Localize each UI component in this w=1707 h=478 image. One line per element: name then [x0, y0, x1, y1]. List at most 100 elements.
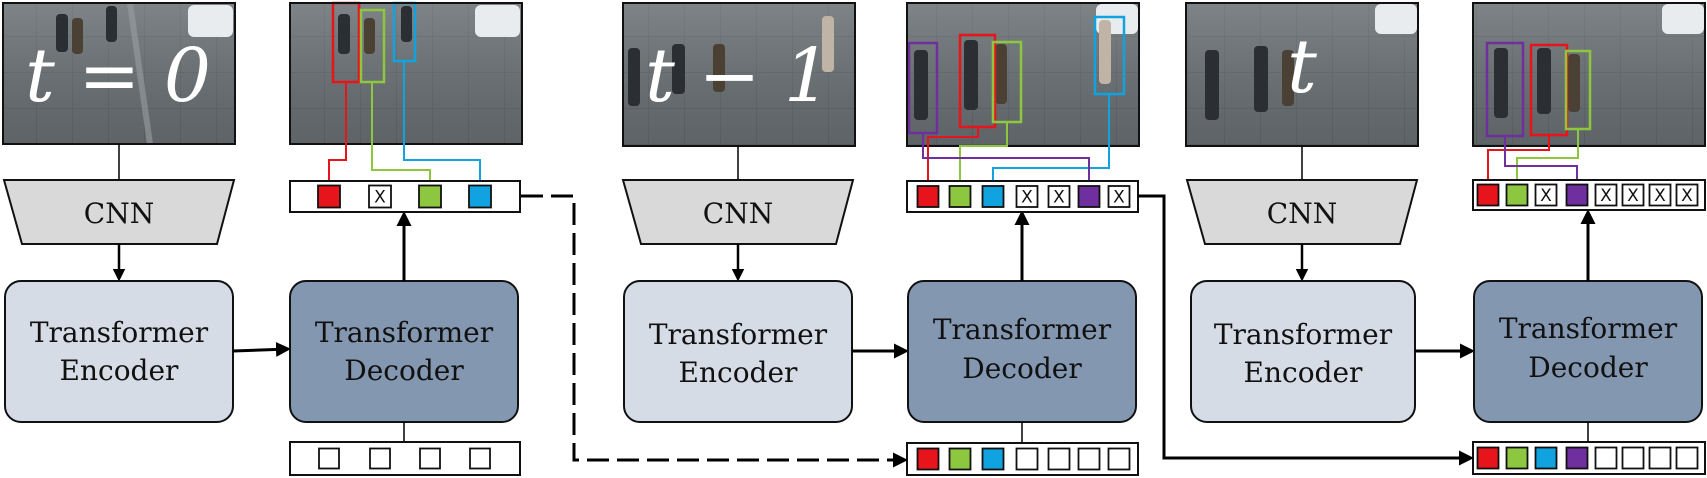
- query-empty: [1594, 446, 1618, 470]
- car-shape: [1662, 4, 1704, 34]
- query-x: [1047, 185, 1071, 208]
- query-green: [948, 185, 972, 208]
- encoder-label-line2: Encoder: [60, 354, 180, 387]
- decoder-label-line1: Transformer: [315, 316, 494, 349]
- query-empty: [1047, 447, 1071, 471]
- query-empty: [419, 447, 441, 470]
- decoder-label-line2: Decoder: [962, 352, 1082, 385]
- cnn-label-3: CNN: [1267, 197, 1337, 230]
- time-label-1: t = 0: [25, 33, 211, 119]
- query-green: [418, 184, 442, 209]
- person-figures: [1494, 48, 1580, 118]
- encoder-label-line2: Encoder: [679, 356, 799, 389]
- stage-3: t CNN Transformer Encoder: [1185, 2, 1706, 475]
- query-empty: [1015, 447, 1039, 471]
- decoder-label-line2: Decoder: [1528, 351, 1648, 384]
- output-frame-3: [1472, 2, 1706, 147]
- decoder-label-line1: Transformer: [933, 313, 1112, 346]
- query-purple: [1565, 446, 1589, 470]
- query-x-mark: X: [1654, 186, 1666, 206]
- query-x-mark: X: [1600, 186, 1612, 206]
- car-shape: [475, 5, 520, 37]
- query-blue: [1534, 446, 1558, 470]
- cnn-block-2: CNN: [621, 179, 855, 245]
- person-figures: [338, 6, 412, 54]
- cnn-label-1: CNN: [84, 197, 154, 230]
- car-shape: [1375, 4, 1417, 34]
- time-label-2: t − 1: [645, 33, 831, 119]
- decoder-label-line1: Transformer: [1499, 312, 1678, 345]
- query-x-mark: X: [1053, 188, 1065, 208]
- input-query-strip-2: [906, 442, 1139, 476]
- query-empty: [1107, 447, 1131, 471]
- query-empty: [1077, 447, 1101, 471]
- query-x-mark: X: [1681, 186, 1693, 206]
- query-x-mark: X: [1627, 186, 1639, 206]
- time-label-3: t: [1287, 24, 1317, 110]
- output-frame-1: [289, 1, 523, 145]
- decoder-label-line2: Decoder: [344, 354, 464, 387]
- query-purple: [1077, 185, 1101, 208]
- query-empty: [469, 447, 491, 470]
- query-green: [1505, 183, 1529, 207]
- person-figures: [914, 20, 1111, 120]
- input-frame-1: t = 0: [2, 2, 236, 145]
- person-figures: [1205, 46, 1294, 120]
- query-x: [1015, 185, 1039, 208]
- output-query-strip-1: X: [289, 180, 521, 213]
- output-frame-2: [906, 2, 1140, 147]
- transformer-encoder-3: Transformer Encoder: [1190, 280, 1416, 423]
- query-x-mark: X: [1113, 188, 1125, 208]
- query-x: [1675, 183, 1699, 207]
- query-x-mark: X: [1021, 188, 1033, 208]
- encoder-label-line1: Transformer: [649, 318, 828, 351]
- query-x: [1534, 183, 1558, 207]
- query-red: [916, 447, 940, 471]
- query-empty: [369, 447, 391, 470]
- person-figures: [56, 6, 117, 54]
- query-empty: [1675, 446, 1699, 470]
- input-query-strip-1: [289, 441, 521, 476]
- transformer-encoder-2: Transformer Encoder: [623, 280, 853, 423]
- query-empty: [1621, 446, 1645, 470]
- encoder-label-line2: Encoder: [1244, 356, 1364, 389]
- transformer-decoder-2: Transformer Decoder: [907, 280, 1137, 423]
- query-x: [1648, 183, 1672, 207]
- query-red: [1476, 446, 1500, 470]
- encoder-label-line1: Transformer: [1214, 318, 1393, 351]
- cnn-label-2: CNN: [703, 197, 773, 230]
- query-blue: [981, 447, 1005, 471]
- input-frame-3: t: [1185, 2, 1419, 147]
- query-green: [948, 447, 972, 471]
- query-x-mark: X: [1540, 186, 1552, 206]
- cnn-block-3: CNN: [1185, 179, 1419, 245]
- query-empty: [1648, 446, 1672, 470]
- query-red: [916, 185, 940, 208]
- transformer-decoder-1: Transformer Decoder: [289, 280, 519, 423]
- query-x: [368, 184, 392, 209]
- person-figures: [628, 16, 834, 106]
- stage-1: t = 0 CNN Transforme: [2, 1, 523, 476]
- query-x: [1594, 183, 1618, 207]
- query-blue: [468, 184, 492, 209]
- query-x: [1621, 183, 1645, 207]
- query-propagation-arrow-2: [1138, 194, 1474, 466]
- transformer-decoder-3: Transformer Decoder: [1473, 280, 1703, 423]
- query-purple: [1565, 183, 1589, 207]
- encoder-label-line1: Transformer: [30, 316, 209, 349]
- query-x: [1107, 185, 1131, 208]
- cnn-block-1: CNN: [2, 179, 236, 245]
- input-query-strip-3: [1472, 441, 1706, 475]
- query-propagation-arrow-1: [521, 194, 908, 468]
- query-x-mark: X: [374, 188, 386, 208]
- car-shape: [188, 5, 233, 37]
- stage-2: t − 1 CNN Transformer: [621, 2, 1140, 476]
- input-frame-2: t − 1: [622, 2, 856, 147]
- query-blue: [981, 185, 1005, 208]
- transformer-encoder-1: Transformer Encoder: [4, 280, 234, 423]
- query-empty: [318, 447, 340, 470]
- query-red: [1476, 183, 1500, 207]
